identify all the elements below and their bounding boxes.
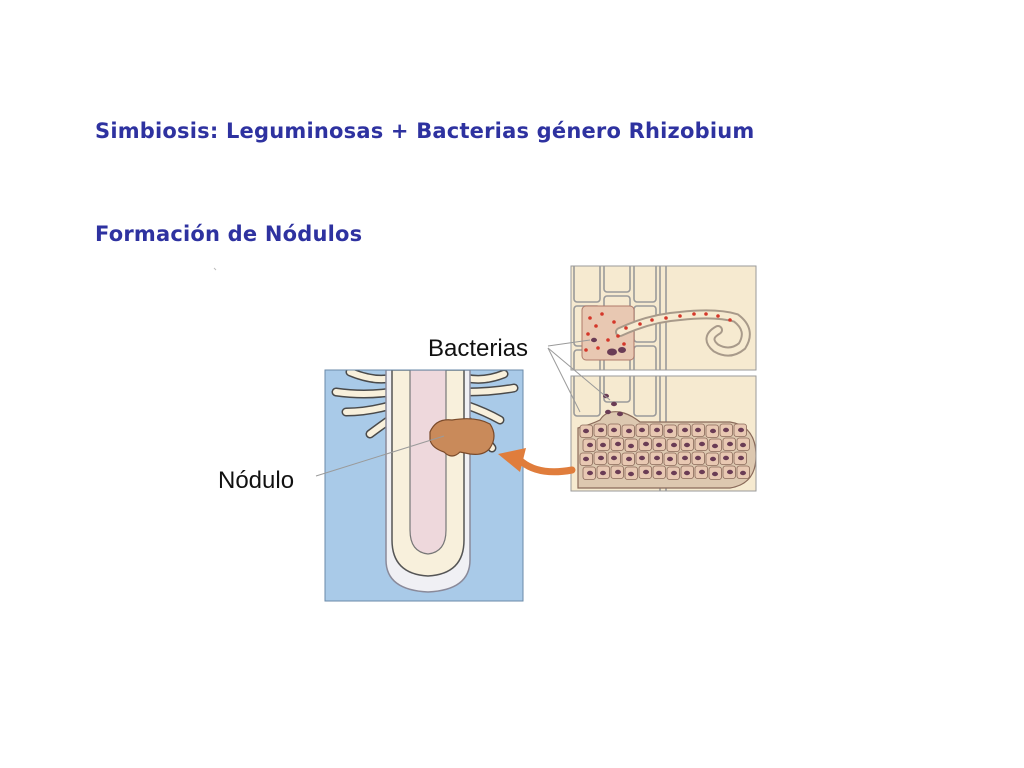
bacteroid	[626, 456, 632, 462]
bacteroid	[605, 409, 611, 415]
bacteroid	[712, 443, 718, 449]
infected-cell	[581, 305, 635, 361]
nodule-leader-line	[315, 435, 445, 477]
bacteroid	[723, 455, 729, 461]
vascular-cylinder	[409, 370, 447, 555]
root-cross-section-panel	[325, 370, 523, 601]
bacteroid	[600, 470, 606, 476]
bacteroid	[643, 469, 649, 475]
bacteroid	[699, 441, 705, 447]
bacteroid	[684, 470, 690, 476]
bacteria-leader-line-top	[547, 339, 591, 347]
leader-lines	[315, 339, 611, 477]
bacteroid	[611, 455, 617, 461]
bacteroid	[587, 442, 593, 448]
bacteroid	[611, 427, 617, 433]
bacteroid	[600, 442, 606, 448]
infection-thread-panel	[571, 266, 756, 370]
bacteroid	[684, 442, 690, 448]
bacteroid	[671, 442, 677, 448]
bacteroid	[712, 471, 718, 477]
bacteroid	[727, 469, 733, 475]
bacteroid	[740, 470, 746, 476]
bacteria-label: Bacterias	[428, 335, 528, 362]
bacteroid	[695, 427, 701, 433]
nodule-label: Nódulo	[218, 467, 294, 494]
root-panel-border	[324, 369, 524, 602]
bacteroid	[667, 456, 673, 462]
bacteroid	[598, 455, 604, 461]
bacteroid	[654, 455, 660, 461]
bacteroid	[639, 455, 645, 461]
bacteroid	[727, 441, 733, 447]
bacteroid	[699, 469, 705, 475]
top-panel-border	[570, 265, 757, 371]
bacteria-leader-line-bottom-2	[547, 347, 611, 401]
bacteroid	[628, 443, 634, 449]
bacteroid	[583, 456, 589, 462]
nodule-shape	[429, 418, 495, 457]
bacteroid	[723, 427, 729, 433]
bacteroid	[710, 456, 716, 462]
bacteroid	[587, 470, 593, 476]
bacteroid	[639, 427, 645, 433]
bacteroid	[654, 427, 660, 433]
developing-nodule-panel	[571, 376, 756, 491]
bacteroid	[738, 455, 744, 461]
orange-arrow	[498, 448, 576, 476]
bacteroid	[598, 427, 604, 433]
bacteroid	[682, 455, 688, 461]
slide-title: Simbiosis: Leguminosas + Bacterias géner…	[95, 119, 755, 143]
bacteroid	[656, 470, 662, 476]
bacteroid	[617, 411, 623, 417]
bacteroid	[628, 471, 634, 477]
bottom-panel-border	[570, 375, 757, 492]
bacteria-dots	[584, 312, 732, 352]
bacteroid	[615, 469, 621, 475]
stray-mark	[213, 267, 217, 271]
bacteroid	[710, 428, 716, 434]
bacteroid	[615, 441, 621, 447]
bacteroid	[643, 441, 649, 447]
bacteroid	[695, 455, 701, 461]
bacteroid	[656, 442, 662, 448]
nodule-cells	[579, 393, 750, 480]
bacteroid	[611, 401, 617, 407]
bacteroid	[583, 428, 589, 434]
bacteroid	[626, 428, 632, 434]
bacteroid-cells	[591, 337, 626, 356]
bacteroid	[682, 427, 688, 433]
bacteroid	[671, 470, 677, 476]
bacteroid	[740, 442, 746, 448]
bacteroid	[738, 427, 744, 433]
bacteroid	[667, 428, 673, 434]
bacteria-leader-line-bottom-1	[547, 347, 581, 413]
slide-subtitle: Formación de Nódulos	[95, 222, 363, 246]
